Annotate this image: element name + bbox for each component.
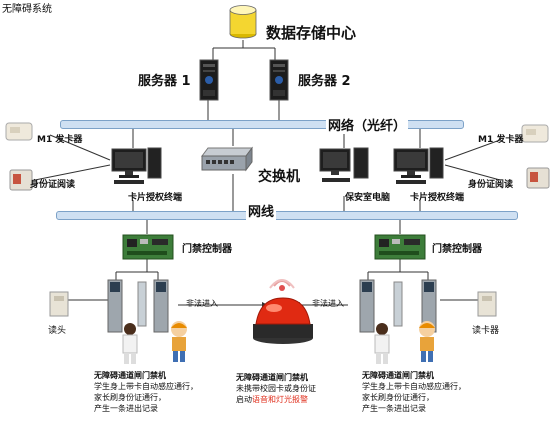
left-controller-label: 门禁控制器 <box>182 244 232 255</box>
right-turnstile-gate <box>359 279 437 333</box>
switch-icon <box>201 146 253 172</box>
page-title: 无障碍系统 <box>2 4 52 15</box>
guard-pc-label: 保安室电脑 <box>345 193 391 203</box>
left-student-figure <box>171 321 187 362</box>
network-cable-bus <box>56 211 518 220</box>
left-reader-head-icon <box>49 291 69 317</box>
right-illegal-entry-label: 非法进入 <box>312 299 344 308</box>
guard-room-pc-icon <box>319 147 369 182</box>
right-student-figure <box>419 321 435 362</box>
left-reader-label: 读头 <box>48 326 67 336</box>
right-gate-description: 无障碍通道闸门禁机 学生身上带卡自动感应通行， 家长刷身份证通行， 产生一条进出… <box>362 370 466 414</box>
left-desc-line1: 学生身上带卡自动感应通行， <box>94 382 198 391</box>
left-id-label: 身份证阅读 <box>30 180 76 190</box>
server-1-label: 服务器 1 <box>138 74 191 89</box>
left-illegal-entry-label: 非法进入 <box>186 299 218 308</box>
left-terminal-pc-icon <box>111 147 162 184</box>
right-reader-label: 读卡器 <box>472 326 500 336</box>
database-label: 数据存储中心 <box>266 24 357 42</box>
fiber-network-bus <box>60 120 464 129</box>
middle-alarm-description: 无障碍通道闸门禁机 未携带校园卡或身份证 启动语音和灯光报警 <box>236 372 316 405</box>
server-2-label: 服务器 2 <box>298 74 351 89</box>
right-id-label: 身份证阅读 <box>468 180 514 190</box>
right-desc-line2: 家长刷身份证通行， <box>362 393 434 402</box>
left-desc-line3: 产生一条进出记录 <box>94 404 158 413</box>
alarm-light-icon <box>253 297 313 344</box>
server-2-icon <box>269 59 289 101</box>
id-card-reader-icon <box>9 169 33 191</box>
left-access-controller-icon <box>122 234 174 260</box>
right-parent-figure <box>374 323 390 364</box>
network-cable-label: 网线 <box>246 201 277 220</box>
right-card-reader-icon <box>477 291 497 317</box>
left-pc-label: 卡片授权终端 <box>128 193 183 203</box>
right-desc-title: 无障碍通道闸门禁机 <box>362 371 434 380</box>
wireless-signal-icon <box>269 279 295 291</box>
mid-desc-line2-prefix: 启动 <box>236 395 252 404</box>
right-m1-label: M1 发卡器 <box>478 135 524 145</box>
server-1-icon <box>199 59 219 101</box>
database-icon <box>229 5 257 39</box>
right-id-card-reader-icon <box>526 167 550 189</box>
left-m1-label: M1 发卡器 <box>37 135 83 145</box>
right-m1-card-issuer-icon <box>521 124 549 143</box>
mid-desc-line2-alarm: 语音和灯光报警 <box>252 395 308 404</box>
mid-desc-line1: 未携带校园卡或身份证 <box>236 384 316 393</box>
left-turnstile-gate <box>107 279 169 333</box>
left-desc-title: 无障碍通道闸门禁机 <box>94 371 166 380</box>
right-terminal-pc-icon <box>393 147 444 184</box>
m1-card-issuer-icon <box>5 122 33 141</box>
left-gate-description: 无障碍通道闸门禁机 学生身上带卡自动感应通行， 家长刷身份证通行， 产生一条进出… <box>94 370 198 414</box>
right-desc-line3: 产生一条进出记录 <box>362 404 426 413</box>
left-parent-figure <box>122 323 138 364</box>
right-desc-line1: 学生身上带卡自动感应通行， <box>362 382 466 391</box>
right-controller-label: 门禁控制器 <box>432 244 482 255</box>
switch-label: 交换机 <box>258 169 300 185</box>
mid-desc-title: 无障碍通道闸门禁机 <box>236 373 308 382</box>
right-pc-label: 卡片授权终端 <box>410 193 465 203</box>
fiber-network-label: 网络（光纤） <box>326 115 409 134</box>
left-desc-line2: 家长刷身份证通行， <box>94 393 166 402</box>
right-access-controller-icon <box>374 234 426 260</box>
